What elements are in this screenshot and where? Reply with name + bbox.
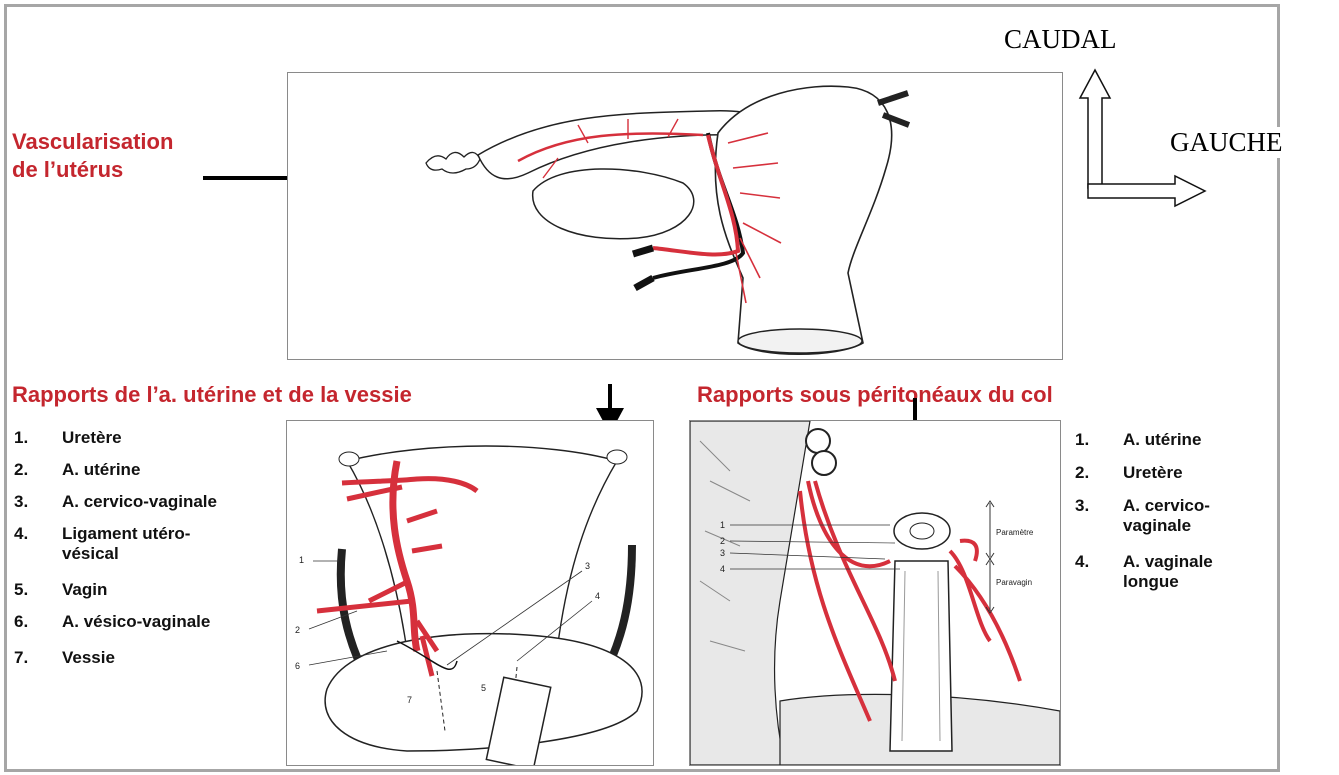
legend-label: Vessie bbox=[62, 648, 115, 667]
legend-item: 4. Ligament utéro-vésical bbox=[14, 524, 232, 580]
fig2-number-7: 7 bbox=[407, 695, 412, 705]
legend-item: 2. Uretère bbox=[1075, 463, 1265, 496]
orientation-arrows bbox=[1075, 60, 1215, 210]
legend-num: 1. bbox=[1075, 430, 1089, 450]
legend-item: 2. A. utérine bbox=[14, 460, 284, 492]
legend-item: 5. Vagin bbox=[14, 580, 284, 612]
section3-legend: 1. A. utérine 2. Uretère 3. A. cervico-vagi… bbox=[1075, 430, 1265, 596]
legend-item: 1. Uretère bbox=[14, 428, 284, 460]
legend-label: Vagin bbox=[62, 580, 107, 599]
section1-title-line1: Vascularisation bbox=[12, 128, 173, 156]
fig3-number-1: 1 bbox=[720, 520, 725, 530]
legend-num: 6. bbox=[14, 612, 28, 632]
fig3-number-4: 4 bbox=[720, 564, 725, 574]
legend-item: 3. A. cervico-vaginale bbox=[14, 492, 284, 524]
caudal-label: CAUDAL bbox=[1000, 24, 1121, 55]
legend-item: 4. A. vaginale longue bbox=[1075, 552, 1263, 596]
legend-label: Ligament utéro-vésical bbox=[62, 524, 190, 563]
section2-title: Rapports de l’a. utérine et de la vessie bbox=[12, 382, 412, 408]
legend-label: A. vaginale longue bbox=[1123, 552, 1213, 591]
arrow-right-icon bbox=[1088, 176, 1205, 206]
fig2-number-5: 5 bbox=[481, 683, 486, 693]
artery-bladder-figure: 1 2 3 4 5 6 7 bbox=[286, 420, 654, 766]
fig2-number-2: 2 bbox=[295, 625, 300, 635]
section2-legend: 1. Uretère 2. A. utérine 3. A. cervico-vagi… bbox=[14, 428, 284, 680]
legend-num: 3. bbox=[1075, 496, 1089, 516]
arrow-up-icon bbox=[1080, 70, 1110, 188]
section1-title-line2: de l’utérus bbox=[12, 156, 173, 184]
legend-num: 3. bbox=[14, 492, 28, 512]
legend-label: A. utérine bbox=[62, 460, 140, 479]
section1-title: Vascularisation de l’utérus bbox=[12, 128, 173, 184]
legend-label: A. utérine bbox=[1123, 430, 1201, 449]
fig3-number-3: 3 bbox=[720, 548, 725, 558]
legend-num: 2. bbox=[14, 460, 28, 480]
legend-item: 3. A. cervico-vaginale bbox=[1075, 496, 1263, 552]
legend-num: 4. bbox=[1075, 552, 1089, 572]
fig3-number-2: 2 bbox=[720, 536, 725, 546]
legend-label: A. vésico-vaginale bbox=[62, 612, 210, 631]
legend-item: 7. Vessie bbox=[14, 648, 284, 680]
legend-num: 2. bbox=[1075, 463, 1089, 483]
legend-num: 5. bbox=[14, 580, 28, 600]
legend-num: 7. bbox=[14, 648, 28, 668]
fig2-number-6: 6 bbox=[295, 661, 300, 671]
legend-label: Uretère bbox=[1123, 463, 1183, 482]
legend-label: A. cervico-vaginale bbox=[1123, 496, 1210, 535]
legend-item: 1. A. utérine bbox=[1075, 430, 1265, 463]
legend-item: 6. A. vésico-vaginale bbox=[14, 612, 284, 648]
section3-title: Rapports sous péritonéaux du col bbox=[697, 382, 1053, 408]
paravagin-label: Paravagin bbox=[996, 578, 1032, 587]
fig2-number-4: 4 bbox=[595, 591, 600, 601]
fig2-number-3: 3 bbox=[585, 561, 590, 571]
parametre-label: Paramètre bbox=[996, 528, 1034, 537]
legend-label: A. cervico-vaginale bbox=[62, 492, 217, 511]
uterus-vascularisation-figure bbox=[287, 72, 1063, 360]
fig2-number-1: 1 bbox=[299, 555, 304, 565]
legend-num: 4. bbox=[14, 524, 28, 544]
subperitoneal-cervix-figure: 1 2 3 4 Paramètre Paravagin bbox=[689, 420, 1061, 766]
legend-num: 1. bbox=[14, 428, 28, 448]
legend-label: Uretère bbox=[62, 428, 122, 447]
